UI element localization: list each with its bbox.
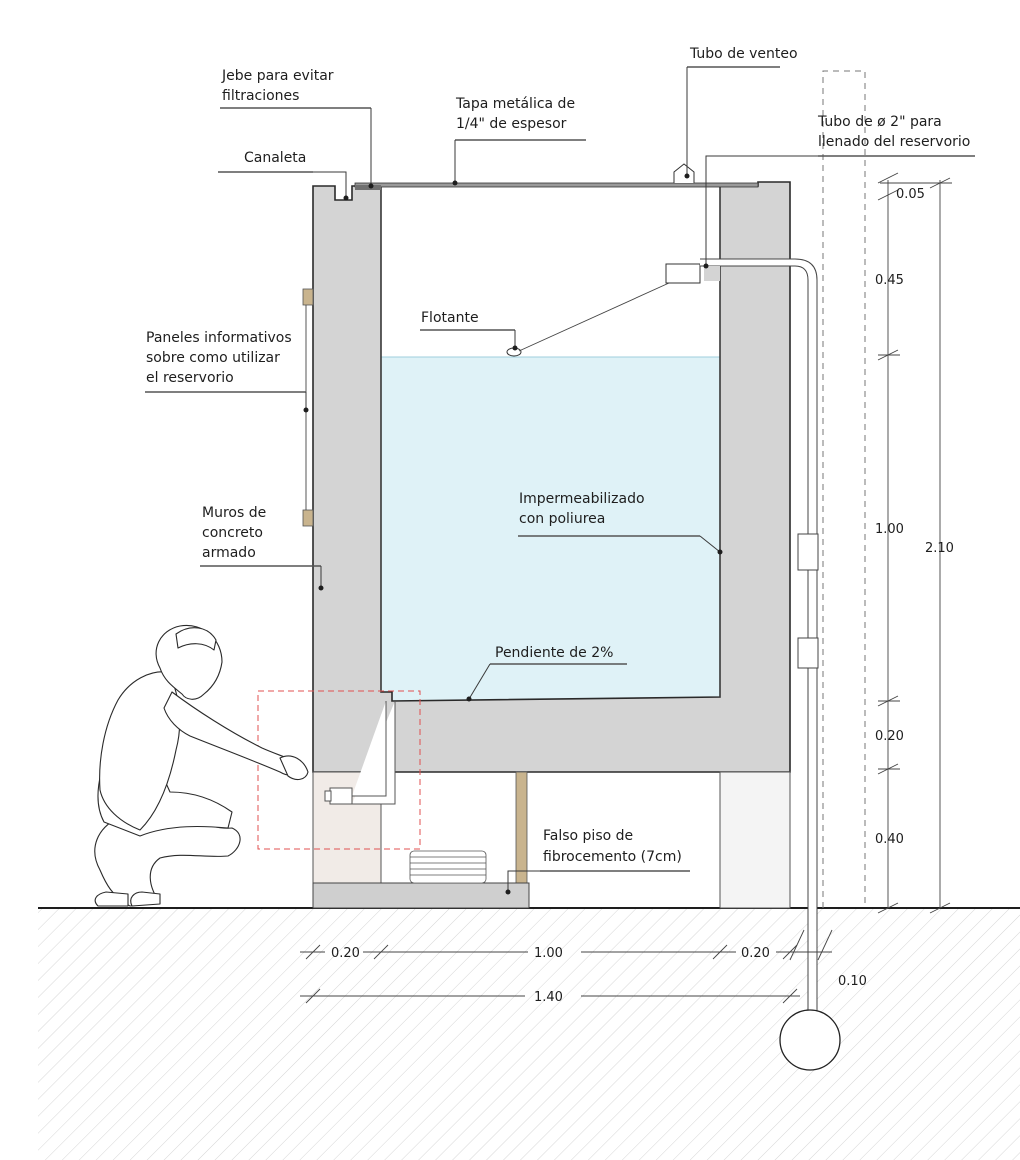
info-panel-bottom [302,509,314,527]
drain-pipe [352,701,396,805]
support-right [719,771,791,909]
vertical-dimension-lines [877,172,952,914]
detail-box [257,690,421,850]
dim-h-0-20-right: 0.20 [741,946,770,961]
leaders [145,66,975,892]
float-valve [665,263,701,284]
dim-v-0-20: 0.20 [875,729,904,744]
false-floor-slab [312,882,530,909]
pipe-coupling-1 [797,533,819,571]
label-canaleta: Canaleta [244,150,306,166]
tap-valve [324,787,353,805]
pipe-coupling-2 [797,637,819,669]
label-muros: Muros de concreto armado [202,505,271,561]
dim-v-total: 2.10 [925,541,954,556]
dim-v-1-00: 1.00 [875,522,904,537]
dim-v-0-40: 0.40 [875,832,904,847]
label-tubo-llenado: Tubo de ø 2" para llenado del reservorio [817,114,970,150]
vent-pipe [673,163,695,183]
soil-hatch [38,908,1020,1160]
pipe-section-circle [779,1009,841,1071]
label-jebe: Jebe para evitar filtraciones [221,68,338,104]
info-panel-top [302,288,314,306]
person-figure [94,624,309,907]
water-body [381,357,720,701]
fill-pipe-wall-pass [704,266,720,281]
rubber-seal [355,185,381,190]
dim-pipe-offset: 0.10 [838,974,867,989]
dim-v-0-05: 0.05 [896,187,925,202]
dashed-guide-column [822,70,866,908]
wood-post [515,771,528,884]
dim-h-1-00: 1.00 [534,946,563,961]
horizontal-dimension-lines [300,929,833,1004]
label-impermeabilizado: Impermeabilizado con poliurea [519,491,649,527]
dim-v-0-45: 0.45 [875,273,904,288]
metal-lid [354,182,759,188]
dim-h-0-20-left: 0.20 [331,946,360,961]
fibrocement-stack [409,850,487,884]
label-tapa: Tapa metálica de 1/4" de espesor [455,96,580,132]
float-arm [518,282,670,352]
label-pendiente: Pendiente de 2% [495,645,613,661]
leader-dots [303,173,723,895]
label-tubo-venteo: Tubo de venteo [689,46,798,62]
label-falso-piso: Falso piso de fibrocemento (7cm) [543,828,682,865]
label-paneles: Paneles informativos sobre como utilizar… [146,330,296,386]
label-flotante: Flotante [421,310,479,326]
dim-h-total: 1.40 [534,990,563,1005]
